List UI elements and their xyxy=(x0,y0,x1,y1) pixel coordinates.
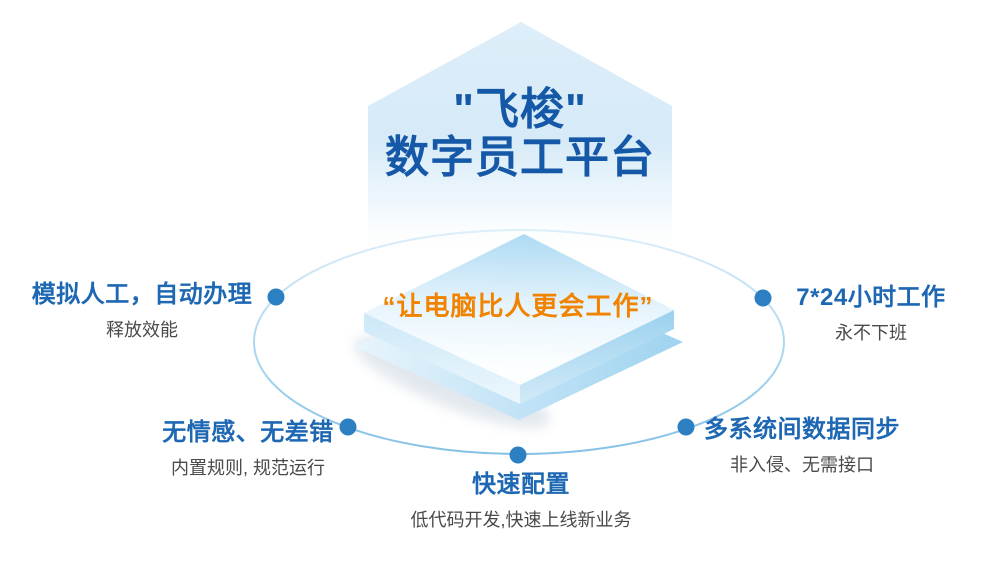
feature-subtitle: 非入侵、无需接口 xyxy=(730,455,874,475)
feature-title: 模拟人工，自动办理 xyxy=(31,281,253,308)
platform-top-face xyxy=(364,234,674,385)
orbit-dot-bottom-center xyxy=(509,446,527,464)
page-title-line1: "飞梭" xyxy=(453,85,587,134)
platform-right-face xyxy=(520,310,674,404)
orbit-dot-right xyxy=(754,289,772,307)
feature-subtitle: 低代码开发,快速上线新业务 xyxy=(410,510,632,530)
feature-subtitle: 永不下班 xyxy=(834,323,907,343)
page-title: "飞梭" 数字员工平台 xyxy=(385,86,655,182)
feature-item-724-work: 7*24小时工作 永不下班 xyxy=(796,284,946,344)
feature-title: 无情感、无差错 xyxy=(162,419,334,446)
feature-item-data-sync: 多系统间数据同步 非入侵、无需接口 xyxy=(704,416,900,476)
feature-title: 7*24小时工作 xyxy=(796,284,946,311)
feature-title: 快速配置 xyxy=(472,471,570,498)
orbit-dot-bottom-right xyxy=(677,418,695,436)
feature-title: 多系统间数据同步 xyxy=(704,416,900,443)
hexagon-banner xyxy=(368,22,672,258)
feature-subtitle: 内置规则, 规范运行 xyxy=(170,458,325,478)
platform-left-face xyxy=(364,313,520,404)
feature-item-simulate-manual: 模拟人工，自动办理 释放效能 xyxy=(31,281,253,341)
platform-slogan: “让电脑比人更会工作” xyxy=(382,291,654,321)
feature-subtitle: 释放效能 xyxy=(106,320,178,340)
feature-item-fast-config: 快速配置 低代码开发,快速上线新业务 xyxy=(410,471,632,531)
feature-item-no-error: 无情感、无差错 内置规则, 规范运行 xyxy=(162,419,334,479)
orbit-dot-left xyxy=(267,288,285,306)
page-title-line2: 数字员工平台 xyxy=(385,133,655,182)
orbit-dot-bottom-left xyxy=(339,418,357,436)
